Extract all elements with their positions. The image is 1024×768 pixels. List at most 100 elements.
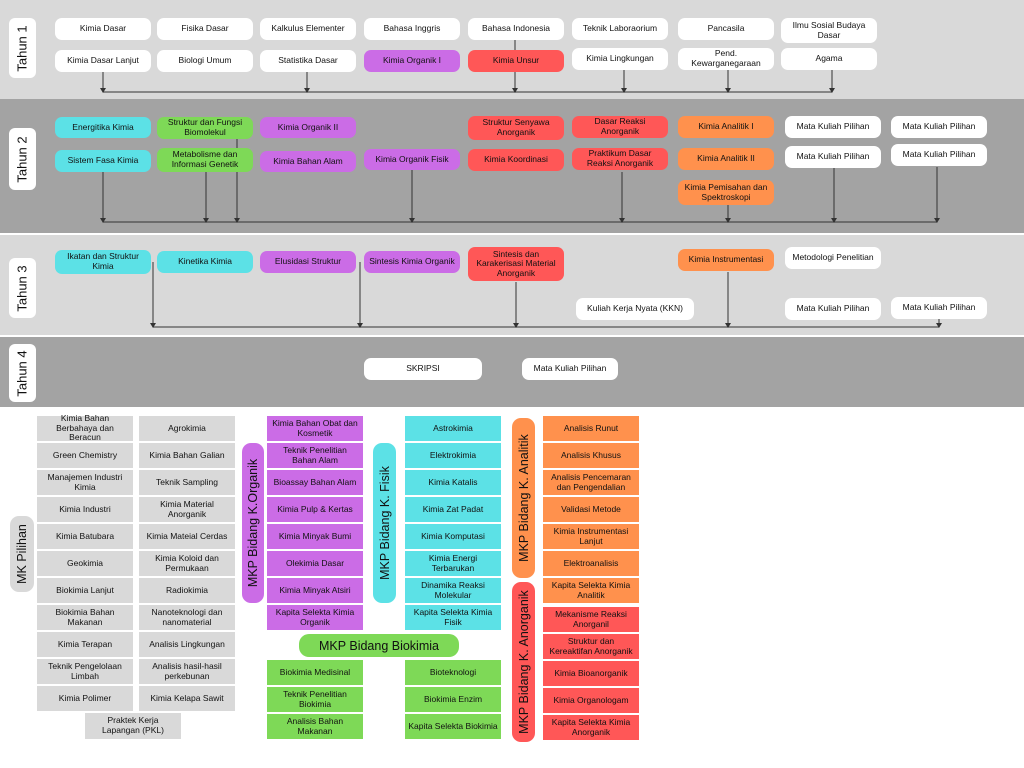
course-kimia-organik-fisik: Kimia Organik Fisik bbox=[364, 149, 460, 170]
mk-pilihan-item: Analisis Lingkungan bbox=[139, 632, 235, 657]
mkp-biokimia-item: Biokimia Medisinal bbox=[267, 660, 363, 685]
course-kimia-organik-2: Kimia Organik II bbox=[260, 117, 356, 138]
course-kimia-unsur: Kimia Unsur bbox=[468, 50, 564, 72]
course-kimia-analitik-1: Kimia Analitik I bbox=[678, 116, 774, 138]
mk-pilihan-item: Kimia Mateial Cerdas bbox=[139, 524, 235, 549]
mk-pilihan-item: Kimia Kelapa Sawit bbox=[139, 686, 235, 711]
course-struktur-fungsi-biomolekul: Struktur dan Fungsi Biomolekul bbox=[157, 117, 253, 139]
mkp-biokimia-item: Teknik Penelitian Biokimia bbox=[267, 687, 363, 712]
mk-pilihan-item: Analisis hasil-hasil perkebunan bbox=[139, 659, 235, 684]
course-ikatan-struktur-kimia: Ikatan dan Struktur Kimia bbox=[55, 250, 151, 274]
mk-pilihan-label: MK Pilihan bbox=[10, 516, 34, 592]
mkp-anorganik-item: Mekanisme Reaksi Anorganil bbox=[543, 607, 639, 632]
mk-pilihan-item: Radiokimia bbox=[139, 578, 235, 603]
course-sintesis-karakterisasi-material-anorganik: Sintesis dan Karakerisasi Material Anorg… bbox=[468, 247, 564, 281]
mkp-anorganik-item: Struktur dan Kereaktifan Anorganik bbox=[543, 634, 639, 659]
course-fisika-dasar: Fisika Dasar bbox=[157, 18, 253, 40]
mkp-fisik-label: MKP Bidang K. Fisik bbox=[373, 443, 396, 603]
course-sistem-fasa-kimia: Sistem Fasa Kimia bbox=[55, 150, 151, 172]
mk-pilihan-item: Kimia Terapan bbox=[37, 632, 133, 657]
mkp-analitik-item: Kimia Instrumentasi Lanjut bbox=[543, 524, 639, 549]
mkp-biokimia-item: Analisis Bahan Makanan bbox=[267, 714, 363, 739]
course-mata-kuliah-pilihan: Mata Kuliah Pilihan bbox=[785, 116, 881, 138]
course-mata-kuliah-pilihan: Mata Kuliah Pilihan bbox=[785, 146, 881, 168]
mkp-analitik-item: Analisis Runut bbox=[543, 416, 639, 441]
mkp-fisik-item: Kimia Energi Terbarukan bbox=[405, 551, 501, 576]
mkp-biokimia-label: MKP Bidang Biokimia bbox=[299, 634, 459, 657]
course-kimia-dasar: Kimia Dasar bbox=[55, 18, 151, 40]
mk-pilihan-item: Kimia Bahan Berbahaya dan Beracun bbox=[37, 413, 133, 442]
mkp-organik-item: Bioassay Bahan Alam bbox=[267, 470, 363, 495]
course-mata-kuliah-pilihan: Mata Kuliah Pilihan bbox=[891, 297, 987, 319]
mk-pilihan-item: Kimia Polimer bbox=[37, 686, 133, 711]
mk-pilihan-item: Kimia Bahan Galian bbox=[139, 443, 235, 468]
course-mata-kuliah-pilihan: Mata Kuliah Pilihan bbox=[891, 116, 987, 138]
course-kkn: Kuliah Kerja Nyata (KKN) bbox=[576, 298, 694, 320]
course-biologi-umum: Biologi Umum bbox=[157, 50, 253, 72]
year4-label: Tahun 4 bbox=[9, 344, 36, 402]
mk-pilihan-item: Biokimia Lanjut bbox=[37, 578, 133, 603]
mk-pilihan-item: Agrokimia bbox=[139, 416, 235, 441]
mk-pilihan-item: Biokimia Bahan Makanan bbox=[37, 605, 133, 630]
mk-pilihan-item: Kimia Material Anorganik bbox=[139, 497, 235, 522]
course-elusidasi-struktur: Elusidasi Struktur bbox=[260, 251, 356, 273]
course-kalkulus-elementer: Kalkulus Elementer bbox=[260, 18, 356, 40]
mkp-anorganik-label: MKP Bidang K. Anorganik bbox=[512, 582, 535, 742]
mk-pilihan-item: Nanoteknologi dan nanomaterial bbox=[139, 605, 235, 630]
course-mata-kuliah-pilihan: Mata Kuliah Pilihan bbox=[522, 358, 618, 380]
course-kimia-instrumentasi: Kimia Instrumentasi bbox=[678, 249, 774, 271]
course-kimia-koordinasi: Kimia Koordinasi bbox=[468, 149, 564, 171]
mk-pilihan-item: Kimia Industri bbox=[37, 497, 133, 522]
mkp-analitik-item: Kapita Selekta Kimia Analitik bbox=[543, 578, 639, 603]
year1-label: Tahun 1 bbox=[9, 18, 36, 78]
course-praktikum-dasar-reaksi-anorganik: Praktikum Dasar Reaksi Anorganik bbox=[572, 148, 668, 170]
mkp-fisik-item: Kimia Zat Padat bbox=[405, 497, 501, 522]
course-kimia-bahan-alam: Kimia Bahan Alam bbox=[260, 151, 356, 172]
mkp-fisik-item: Elektrokimia bbox=[405, 443, 501, 468]
year4-band bbox=[0, 337, 1024, 407]
mkp-fisik-item: Dinamika Reaksi Molekular bbox=[405, 578, 501, 603]
course-struktur-senyawa-anorganik: Struktur Senyawa Anorganik bbox=[468, 116, 564, 140]
mk-pilihan-item: Green Chemistry bbox=[37, 443, 133, 468]
course-skripsi: SKRIPSI bbox=[364, 358, 482, 380]
mkp-organik-item: Kapita Selekta Kimia Organik bbox=[267, 605, 363, 630]
course-bahasa-inggris: Bahasa Inggris bbox=[364, 18, 460, 40]
course-kimia-dasar-lanjut: Kimia Dasar Lanjut bbox=[55, 50, 151, 72]
course-sintesis-kimia-organik: Sintesis Kimia Organik bbox=[364, 251, 460, 273]
mk-pilihan-item: Geokimia bbox=[37, 551, 133, 576]
course-kimia-analitik-2: Kimia Analitik II bbox=[678, 148, 774, 170]
mk-pilihan-item: Kimia Koloid dan Permukaan bbox=[139, 551, 235, 576]
course-bahasa-indonesia: Bahasa Indonesia bbox=[468, 18, 564, 40]
year3-label: Tahun 3 bbox=[9, 258, 36, 318]
mkp-organik-item: Kimia Pulp & Kertas bbox=[267, 497, 363, 522]
mkp-biokimia-item: Bioteknologi bbox=[405, 660, 501, 685]
mkp-organik-item: Kimia Bahan Obat dan Kosmetik bbox=[267, 416, 363, 441]
mkp-fisik-item: Kimia Komputasi bbox=[405, 524, 501, 549]
mk-pilihan-item: Teknik Pengelolaan Limbah bbox=[37, 659, 133, 684]
course-mata-kuliah-pilihan: Mata Kuliah Pilihan bbox=[891, 144, 987, 166]
mkp-analitik-label: MKP Bidang K. Analitik bbox=[512, 418, 535, 578]
course-kimia-organik-1: Kimia Organik I bbox=[364, 50, 460, 72]
mkp-organik-item: Olekimia Dasar bbox=[267, 551, 363, 576]
mkp-organik-label: MKP Bidang K.Organik bbox=[242, 443, 264, 603]
mkp-anorganik-item: Kimia Organologam bbox=[543, 688, 639, 713]
mkp-fisik-item: Kapita Selekta Kimia Fisik bbox=[405, 605, 501, 630]
course-pend-kewarganegaraan: Pend. Kewarganegaraan bbox=[678, 48, 774, 70]
mkp-analitik-item: Validasi Metode bbox=[543, 497, 639, 522]
year2-label: Tahun 2 bbox=[9, 128, 36, 190]
course-kimia-lingkungan: Kimia Lingkungan bbox=[572, 48, 668, 70]
course-ilmu-sosial-budaya-dasar: Ilmu Sosial Budaya Dasar bbox=[781, 18, 877, 43]
mkp-biokimia-item: Biokimia Enzim bbox=[405, 687, 501, 712]
mkp-fisik-item: Astrokimia bbox=[405, 416, 501, 441]
mkp-analitik-item: Analisis Khusus bbox=[543, 443, 639, 468]
course-metodologi-penelitian: Metodologi Penelitian bbox=[785, 247, 881, 269]
mkp-analitik-item: Analisis Pencemaran dan Pengendalian bbox=[543, 470, 639, 495]
mkp-organik-item: Kimia Minyak Bumi bbox=[267, 524, 363, 549]
course-energitika-kimia: Energitika Kimia bbox=[55, 117, 151, 138]
course-teknik-laboratorium: Teknik Laboraorium bbox=[572, 18, 668, 40]
course-dasar-reaksi-anorganik: Dasar Reaksi Anorganik bbox=[572, 116, 668, 138]
course-kimia-pemisahan-spektroskopi: Kimia Pemisahan dan Spektroskopi bbox=[678, 180, 774, 205]
course-pancasila: Pancasila bbox=[678, 18, 774, 40]
mkp-biokimia-item: Kapita Selekta Biokimia bbox=[405, 714, 501, 739]
